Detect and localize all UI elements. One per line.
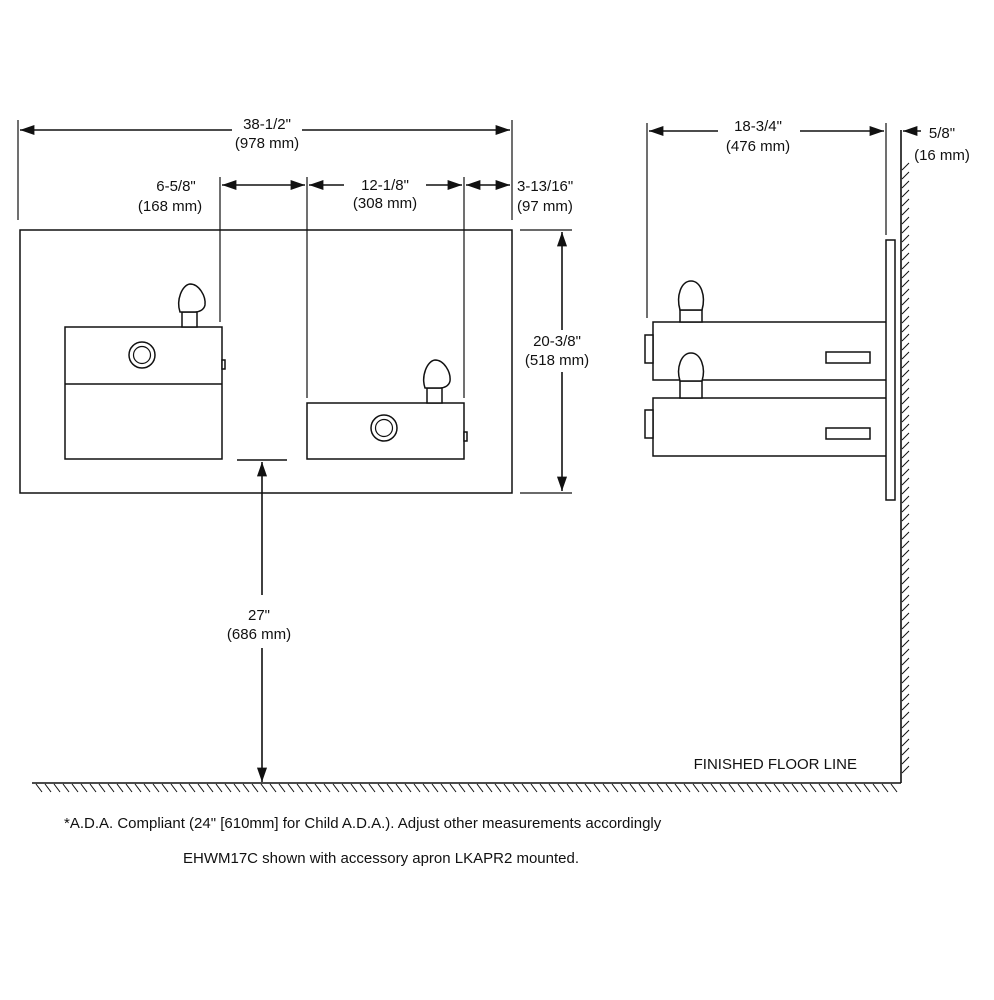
bubbler-icon (423, 359, 451, 389)
dim-overall-width-in: 38-1/2" (243, 116, 291, 133)
dim-floor-height-mm: (686 mm) (227, 626, 291, 643)
dim-center-span-in: 12-1/8" (361, 177, 409, 194)
dim-wall-offset-mm: (16 mm) (914, 147, 970, 164)
bubbler-icon (677, 352, 705, 382)
bubbler-icon (178, 283, 206, 313)
vent-slot (825, 351, 871, 364)
ada-note: *A.D.A. Compliant (24" [610mm] for Child… (64, 815, 662, 832)
push-button-icon (128, 341, 156, 369)
floor-line-label: FINISHED FLOOR LINE (694, 756, 857, 773)
dim-overall-height-in: 20-3/8" (533, 333, 581, 350)
wall-hatch (901, 162, 910, 774)
dim-side-depth-mm: (476 mm) (726, 138, 790, 155)
dim-overall-width-mm: (978 mm) (235, 135, 299, 152)
dim-left-offset-in: 6-5/8" (156, 178, 196, 195)
lower-unit-side (652, 397, 888, 457)
dim-wall-offset-in: 5/8" (929, 125, 955, 142)
right-unit (306, 359, 468, 460)
floor-hatch (35, 783, 898, 793)
dim-overall-height-mm: (518 mm) (525, 352, 589, 369)
dim-right-offset-in: 3-13/16" (517, 178, 573, 195)
bubbler-stem (426, 387, 443, 404)
dim-left-offset-mm: (168 mm) (138, 198, 202, 215)
side-view: 18-3/4" (476 mm) 5/8" (16 mm) (644, 118, 970, 783)
left-unit (64, 283, 226, 460)
vent-slot (825, 427, 871, 440)
dim-floor-height-in: 27" (248, 607, 270, 624)
dim-right-offset-mm: (97 mm) (517, 198, 573, 215)
model-note: EHWM17C shown with accessory apron LKAPR… (183, 850, 579, 867)
dim-side-depth-in: 18-3/4" (734, 118, 782, 135)
push-button-icon (370, 414, 398, 442)
apron-plate-side (885, 239, 896, 501)
dim-center-span-mm: (308 mm) (353, 195, 417, 212)
front-view: 38-1/2" (978 mm) 6-5/8" (168 mm) 12-1/8"… (17, 116, 589, 782)
bubbler-icon (677, 280, 705, 311)
bubbler-stem (181, 311, 198, 328)
